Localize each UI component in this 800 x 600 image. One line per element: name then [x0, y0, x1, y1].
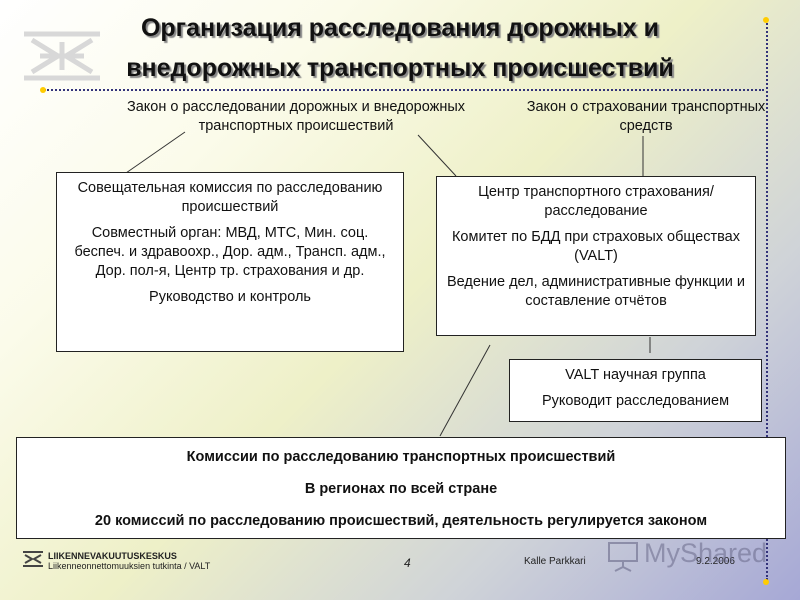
title-line-2: внедорожных транспортных происшествий	[126, 54, 674, 82]
commission-members: Совместный орган: МВД, МТС, Мин. соц. бе…	[74, 225, 386, 279]
commission-title: Совещательная комиссия по расследованию …	[77, 180, 383, 215]
watermark-presentation-icon	[608, 542, 638, 572]
rule-top-dot	[763, 17, 769, 23]
title-line-1: Организация расследования дорожных и	[140, 14, 660, 42]
law-investigation-line-1: Закон о расследовании дорожных и внедоро…	[126, 99, 466, 115]
page-number: 4	[404, 556, 411, 570]
commission-role: Руководство и контроль	[149, 289, 311, 305]
page-title: Организация расследования дорожных и вне…	[40, 8, 760, 88]
insurance-center-box: Центр транспортного страхования/расследо…	[436, 176, 756, 336]
valt-research-box: VALT научная группа Руководит расследова…	[509, 359, 762, 422]
center-role: Ведение дел, административные функции и …	[446, 274, 746, 309]
watermark-text: MyShared	[644, 538, 768, 568]
regional-commissions-box: Комиссии по расследованию транспортных п…	[16, 437, 786, 539]
commission-box: Совещательная комиссия по расследованию …	[56, 172, 404, 352]
connector-law-to-commission	[125, 131, 186, 174]
regional-count: 20 комиссий по расследованию происшестви…	[94, 513, 708, 529]
center-title: Центр транспортного страхования/расследо…	[478, 184, 714, 219]
right-vertical-rule	[766, 20, 768, 580]
regional-scope: В регионах по всей стране	[304, 481, 498, 497]
regional-title: Комиссии по расследованию транспортных п…	[186, 449, 616, 465]
footer-department: Liikenneonnettomuuksien tutkinta / VALT	[48, 561, 211, 571]
rule-end-dot	[40, 87, 46, 93]
company-logo-icon	[24, 31, 100, 81]
law-insurance: Закон о страховании транспортных средств	[498, 98, 794, 136]
footer-author: Kalle Parkkari	[524, 556, 586, 567]
footer-date: 9.2.2006	[696, 556, 735, 567]
valt-role: Руководит расследованием	[541, 393, 730, 409]
footer-company: LIIKENNEVAKUUTUSKESKUS	[48, 551, 177, 561]
rule-bottom-dot	[763, 579, 769, 585]
law-insurance-line-1: Закон о страховании транспортных	[526, 99, 766, 115]
footer-logo-icon	[23, 551, 43, 567]
connector-center-to-bottom	[439, 344, 491, 437]
center-committee: Комитет по БДД при страховых обществах (…	[451, 229, 740, 264]
valt-title: VALT научная группа	[565, 367, 706, 383]
law-investigation: Закон о расследовании дорожных и внедоро…	[86, 98, 506, 136]
law-insurance-line-2: средств	[619, 118, 673, 134]
law-investigation-line-2: транспортных происшествий	[198, 118, 394, 134]
connector-law-to-center	[417, 134, 457, 177]
title-underline-rule	[44, 89, 764, 91]
